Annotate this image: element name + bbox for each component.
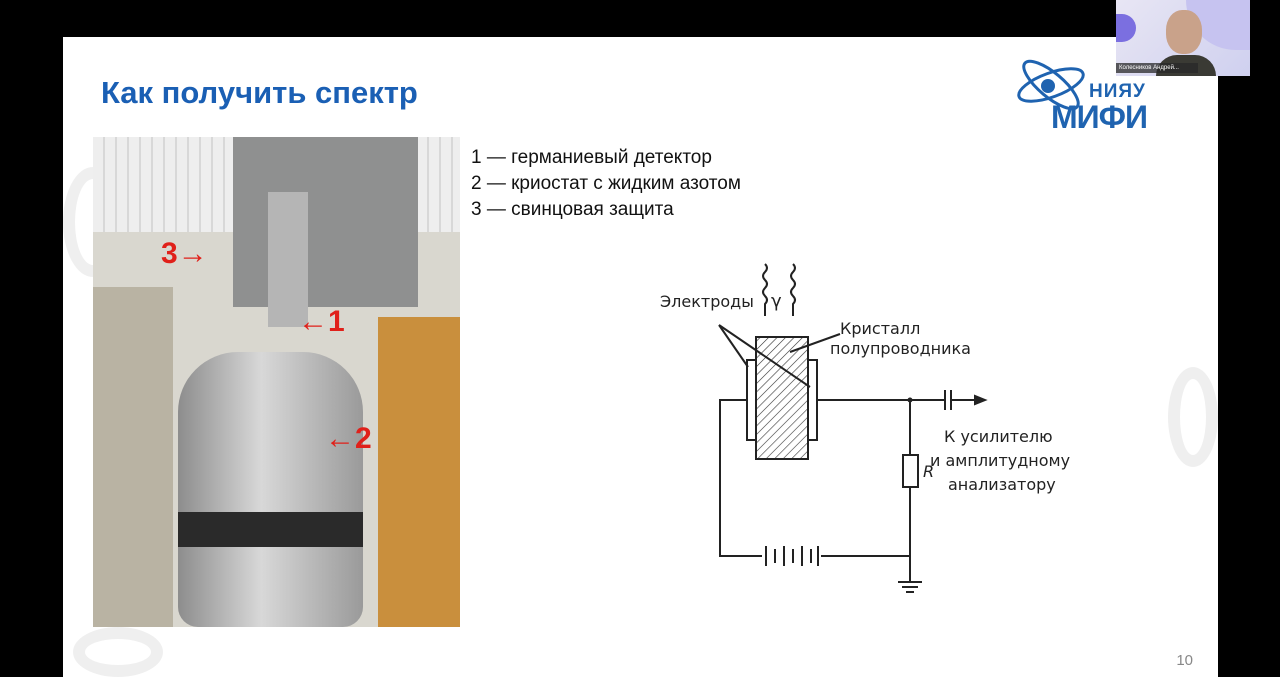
label-crystal-2: полупроводника — [830, 339, 971, 358]
page-number: 10 — [1176, 652, 1193, 669]
participant-face — [1166, 10, 1202, 54]
atom-icon — [1017, 59, 1085, 111]
logo-text-niyau: НИЯУ — [1089, 81, 1146, 102]
label-resistor: R — [923, 462, 934, 481]
photo-label-2: ←2 — [325, 422, 372, 455]
legend-item: 1 — германиевый детектор — [471, 147, 712, 168]
label-output-2: и амплитудному — [930, 451, 1070, 470]
logo-text-mephi: МИФИ — [1051, 99, 1148, 135]
participant-name: Колесников Андрей... — [1116, 63, 1198, 73]
label-text: 3 — [161, 237, 178, 270]
label-gamma: γ — [771, 291, 782, 312]
photo-label-3: 3→ — [161, 237, 208, 270]
label-output-3: анализатору — [948, 475, 1056, 494]
legend-list: 1 — германиевый детектор 2 — криостат с … — [471, 145, 741, 223]
label-text: 2 — [355, 422, 372, 455]
legend-item: 3 — свинцовая защита — [471, 199, 674, 220]
detector-circuit-diagram: Электроды γ Кристалл полупроводника R К … — [660, 263, 1070, 593]
label-electrodes: Электроды — [660, 292, 754, 311]
label-output-1: К усилителю — [944, 427, 1053, 446]
detector-photo: 3→ ←1 ←2 — [93, 137, 460, 627]
decor-circle — [1168, 367, 1218, 467]
label-text: 1 — [328, 305, 345, 338]
slide-title: Как получить спектр — [101, 75, 418, 110]
photo-label-1: ←1 — [298, 305, 345, 338]
label-crystal-1: Кристалл — [840, 319, 920, 338]
webcam-thumbnail[interactable]: Колесников Андрей... — [1116, 0, 1250, 76]
legend-item: 2 — криостат с жидким азотом — [471, 173, 741, 194]
presentation-slide: Как получить спектр НИЯУ МИФИ 3→ ←1 ←2 1… — [63, 37, 1218, 677]
mephi-logo: НИЯУ МИФИ — [1013, 55, 1173, 135]
decor-circle — [73, 627, 163, 677]
